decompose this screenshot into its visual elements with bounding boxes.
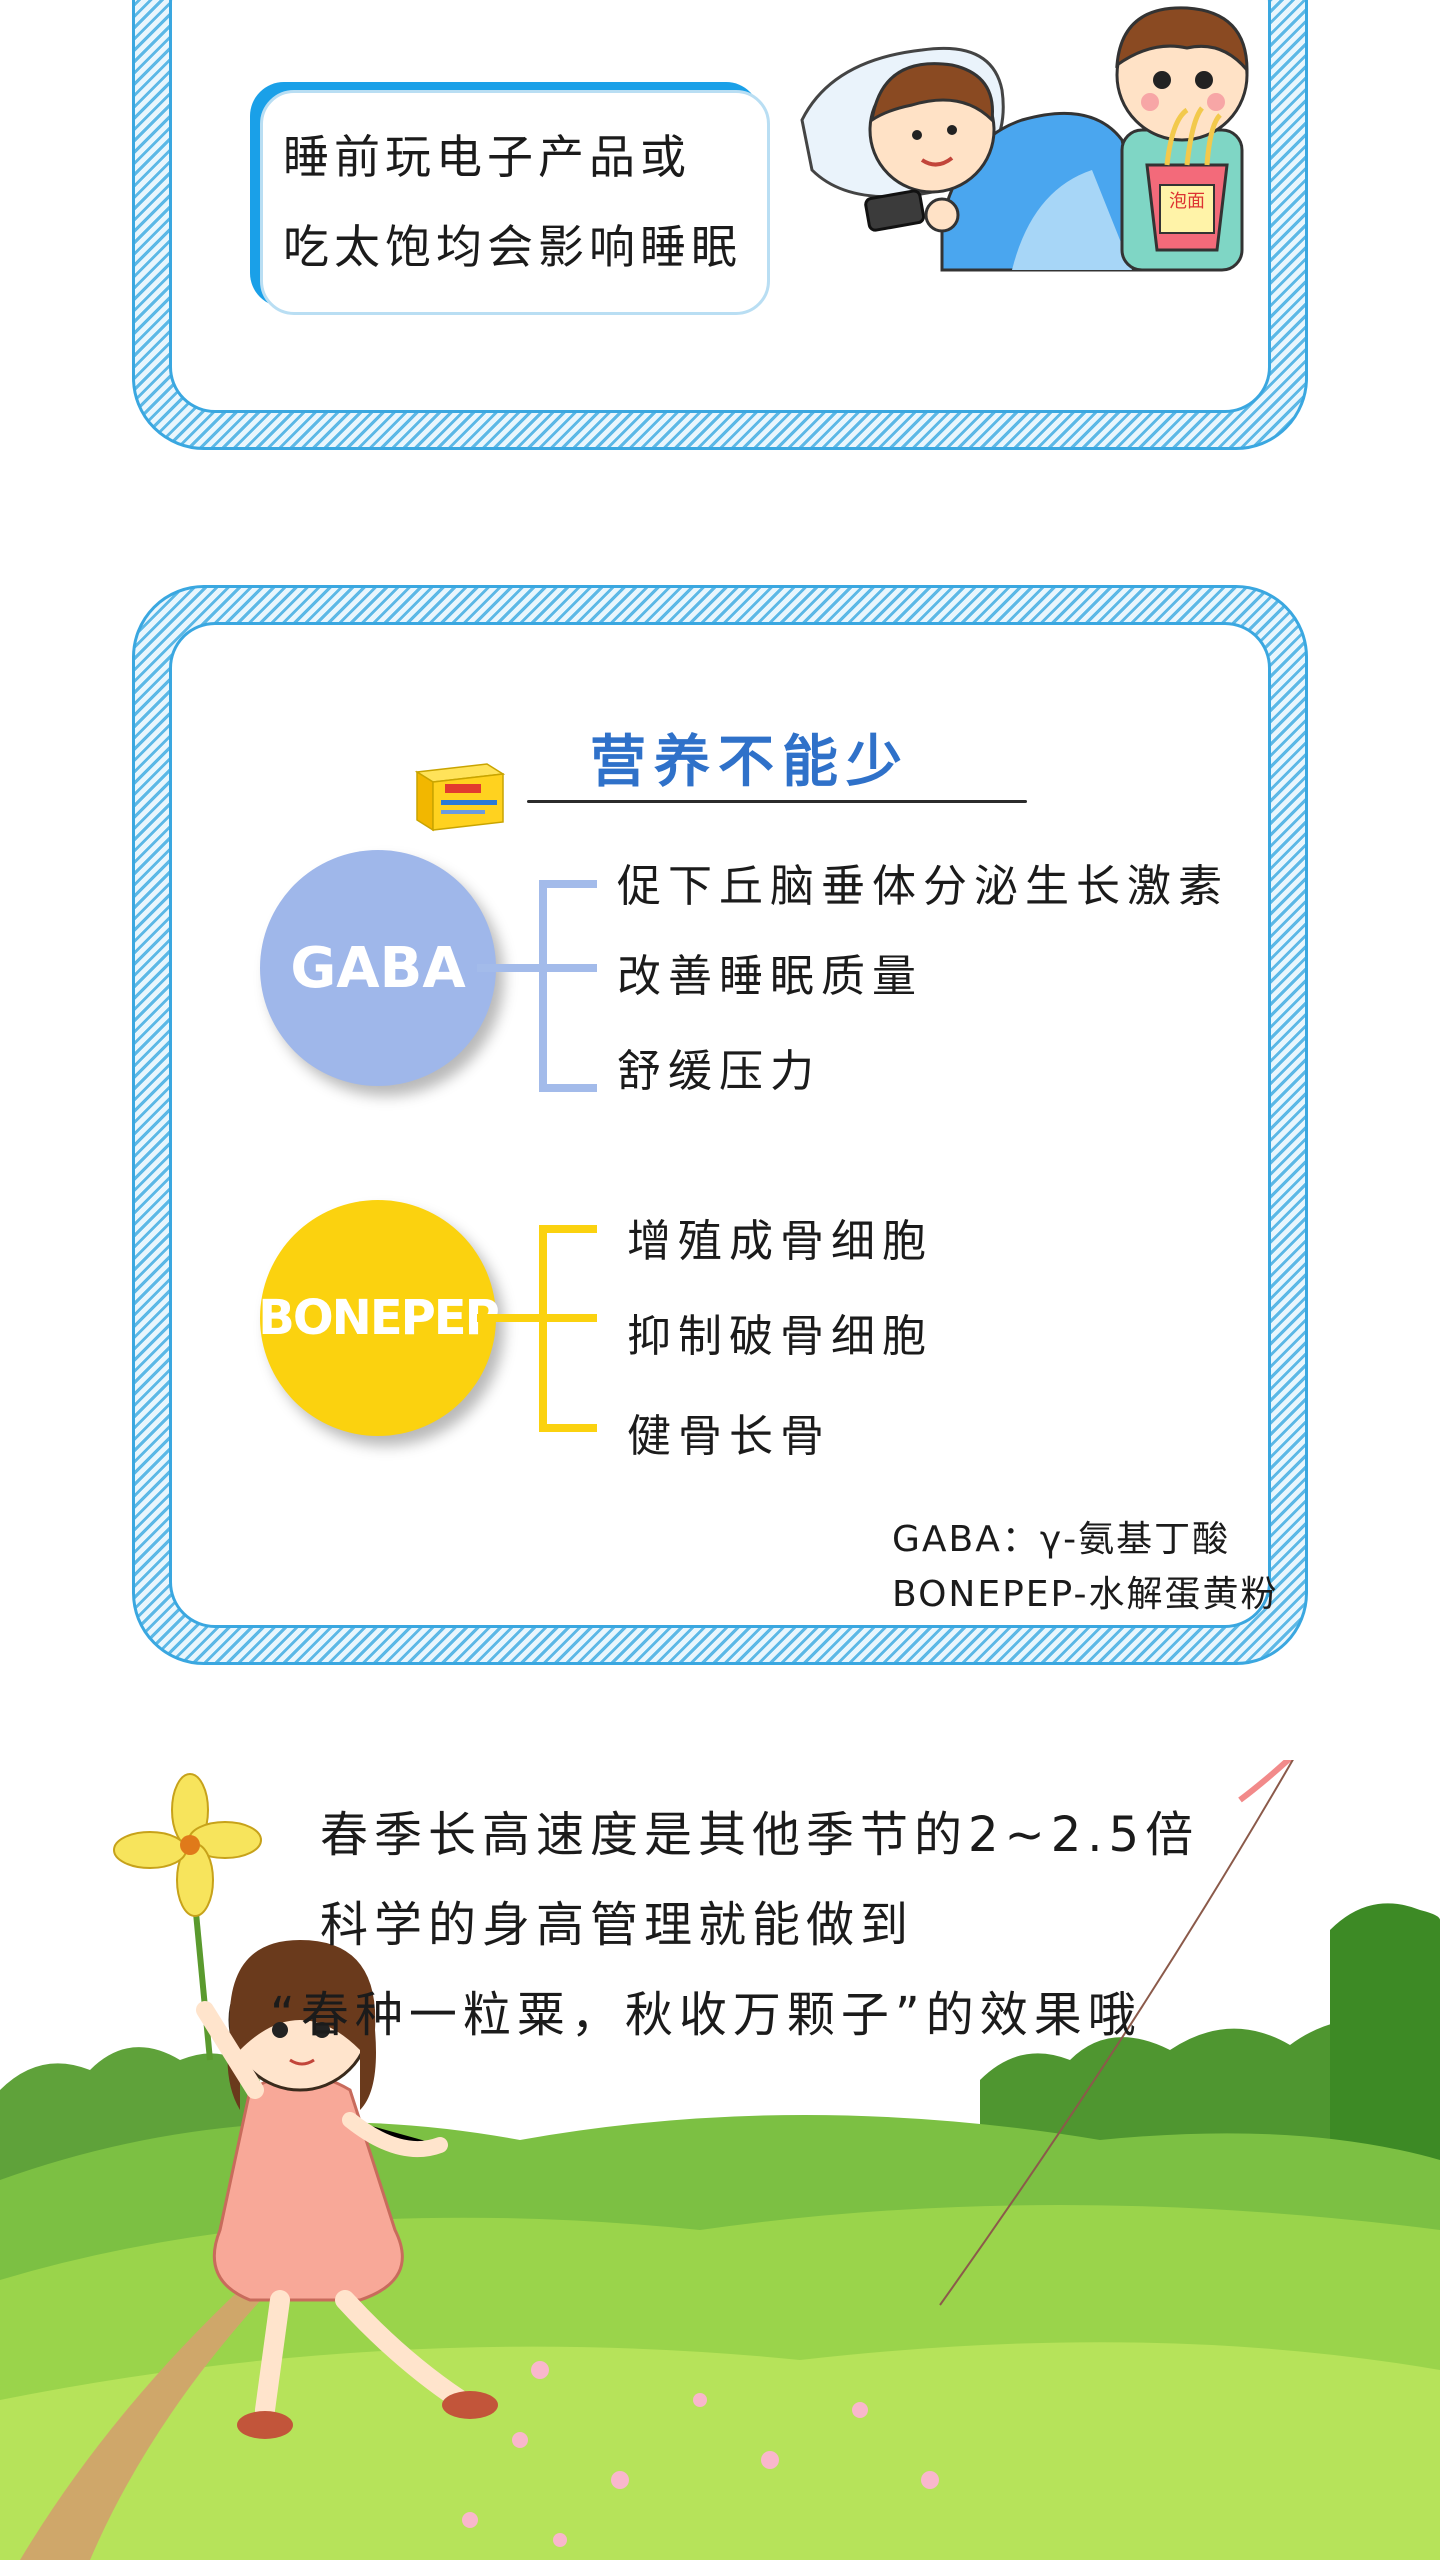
- supplement-box-icon: [414, 763, 506, 832]
- bonepep-benefit-3: 健骨长骨: [627, 1411, 831, 1462]
- bonepep-circle: BONEPEP: [258, 1200, 500, 1436]
- girl-pinwheel-kite-meadow-icon: [0, 1760, 1440, 2560]
- bonepep-benefit-2: 抑制破骨细胞: [627, 1311, 933, 1362]
- kids-phone-noodles-icon: 泡面: [800, 6, 1249, 272]
- gaba-connector: [477, 850, 607, 1092]
- sleep-tip-bubble: 睡前玩电子产品或 吃太饱均会影响睡眠: [260, 90, 770, 315]
- closing-line-1: 春季长高速度是其他季节的2~2.5倍: [320, 1807, 1200, 1863]
- bonepep-benefit-1: 增殖成骨细胞: [627, 1216, 933, 1267]
- gaba-label: GABA: [290, 935, 466, 1001]
- sleep-tip-line-2: 吃太饱均会影响睡眠: [283, 220, 742, 274]
- sleep-tip-line-1: 睡前玩电子产品或: [283, 130, 691, 184]
- gaba-benefit-2: 改善睡眠质量: [617, 951, 923, 1002]
- closing-line-2: 科学的身高管理就能做到: [320, 1897, 915, 1953]
- gaba-benefit-3: 舒缓压力: [617, 1046, 821, 1097]
- nutrition-title: 营养不能少: [590, 730, 910, 795]
- bonepep-label: BONEPEP: [258, 1290, 499, 1346]
- gaba-note: GABA：γ-氨基丁酸: [892, 1519, 1231, 1560]
- sleep-tip-card-inner: 睡前玩电子产品或 吃太饱均会影响睡眠: [169, 0, 1271, 413]
- bonepep-note: BONEPEP-水解蛋黄粉: [892, 1574, 1279, 1615]
- nutrition-card-inner: 营养不能少 GABA 促下丘脑垂体分泌生长激素 改善睡眠质量 舒缓压力 BONE…: [169, 622, 1276, 1628]
- gaba-circle: GABA: [260, 850, 496, 1086]
- svg-text:泡面: 泡面: [1169, 191, 1205, 212]
- sleep-tip-card: 睡前玩电子产品或 吃太饱均会影响睡眠: [132, 0, 1308, 450]
- bonepep-connector: [477, 1200, 607, 1440]
- nutrition-card: 营养不能少 GABA 促下丘脑垂体分泌生长激素 改善睡眠质量 舒缓压力 BONE…: [132, 585, 1308, 1665]
- title-underline: [527, 800, 1027, 803]
- closing-line-3: “春种一粒粟，秋收万颗子”的效果哦: [270, 1987, 1142, 2043]
- gaba-benefit-1: 促下丘脑垂体分泌生长激素: [617, 861, 1229, 912]
